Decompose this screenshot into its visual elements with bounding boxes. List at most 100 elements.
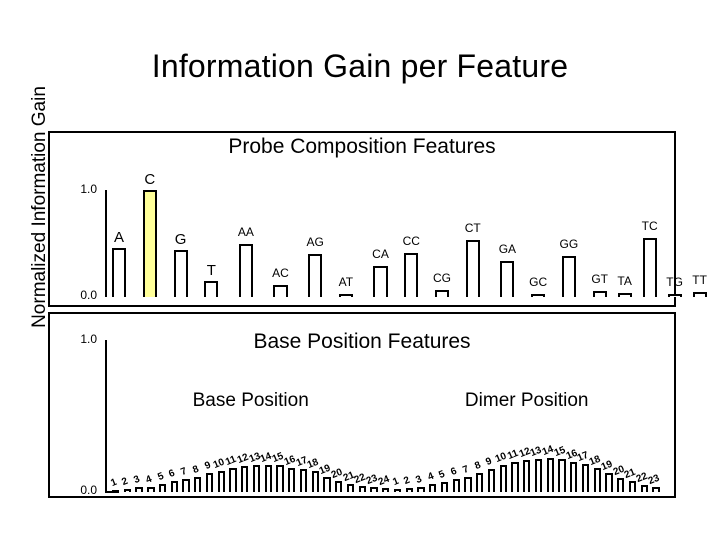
bar-base-position-14 [264,465,272,492]
bar-label-dimer-position-6: 6 [449,465,459,479]
bar-label-base-position-5: 5 [155,471,166,484]
basepos-x-axis [105,491,119,493]
probe-y-tick-top: 1.0 [80,182,97,196]
bar-AG [308,254,323,297]
bar-dimer-position-21 [628,481,637,492]
bar-label-AA: AA [237,224,254,239]
bar-base-position-6 [170,481,178,492]
group-caption-base-position: Base Position [192,390,309,411]
bar-dimer-position-2 [405,488,413,492]
group-caption-dimer-position: Dimer Position [464,390,589,411]
bar-label-dimer-position-9: 9 [484,455,495,469]
bar-base-position-3 [135,487,143,492]
bar-GT [592,290,607,297]
bar-base-position-4 [147,486,155,492]
bar-base-position-10 [217,470,225,492]
bar-label-base-position-4: 4 [144,473,154,486]
bar-label-CG: CG [433,270,451,285]
bar-label-TT: TT [692,272,707,287]
bar-label-base-position-7: 7 [179,465,189,479]
bar-base-position-22 [358,485,366,492]
bar-label-GG: GG [559,237,579,252]
basepos-y-tick-top: 1.0 [80,332,97,346]
bar-dimer-position-1 [393,488,402,492]
bar-label-dimer-position-3: 3 [414,473,424,486]
bar-dimer-position-20 [617,477,625,492]
bar-AT [338,293,353,297]
bar-dimer-position-15 [558,459,566,492]
bar-dimer-position-12 [523,460,531,492]
bar-dimer-position-22 [640,485,648,492]
bar-dimer-position-10 [499,465,507,492]
bar-label-dimer-position-23: 23 [646,472,662,487]
bar-AC [273,285,288,297]
bar-label-AC: AC [272,266,289,281]
bar-TG [667,293,682,297]
bar-label-dimer-position-8: 8 [473,459,483,473]
bar-label-A: A [114,228,125,246]
bar-base-position-21 [346,483,355,492]
bar-label-dimer-position-4: 4 [426,471,436,484]
bar-label-G: G [174,230,187,248]
bar-label-CA: CA [372,246,389,261]
bar-label-GC: GC [529,274,548,289]
bar-CG [434,289,450,297]
bar-base-position-11 [229,468,237,492]
page-title: Information Gain per Feature [151,48,569,84]
bar-base-position-13 [252,465,261,492]
bar-C [142,190,157,297]
bar-TA [617,292,632,297]
bar-label-base-position-24: 24 [376,473,391,489]
bar-base-position-12 [241,466,249,492]
bar-label-base-position-8: 8 [191,463,201,476]
bar-A [112,247,127,297]
bar-dimer-position-18 [593,468,601,492]
bar-base-position-16 [288,467,296,492]
basepos-y-axis [105,340,107,492]
bar-base-position-5 [158,484,167,492]
bar-label-dimer-position-1: 1 [390,475,401,488]
bar-base-position-8 [194,476,202,492]
bar-label-AG: AG [306,235,324,250]
bar-label-base-position-6: 6 [167,468,177,481]
bar-TT [692,291,707,297]
basepos-y-tick-bottom: 0.0 [80,483,97,497]
bar-base-position-17 [299,469,308,492]
bar-base-position-9 [205,473,214,492]
bar-CT [465,240,480,297]
bar-base-position-2 [123,488,132,492]
bar-dimer-position-19 [605,473,613,492]
bar-G [173,249,188,297]
bar-label-GT: GT [591,271,608,286]
bar-label-AT: AT [338,274,354,289]
base-position-panel-title: Base Position Features [253,330,471,353]
bar-GG [561,256,576,297]
bar-base-position-19 [323,476,331,492]
bar-TC [642,238,657,297]
bar-dimer-position-14 [546,457,554,492]
bar-dimer-position-7 [464,476,472,492]
bar-label-dimer-position-19: 19 [599,458,615,474]
bar-label-C: C [144,171,156,188]
bar-label-GA: GA [498,241,517,256]
bar-dimer-position-9 [487,469,496,492]
bar-dimer-position-4 [429,484,437,492]
bar-label-CT: CT [464,221,481,236]
bar-label-base-position-3: 3 [132,474,142,487]
bar-label-dimer-position-7: 7 [461,463,471,476]
probe-y-axis [105,190,107,297]
bar-label-TA: TA [617,273,632,288]
bar-base-position-7 [182,479,190,492]
bar-label-T: T [206,261,216,279]
bar-label-dimer-position-2: 2 [402,474,412,488]
bar-GA [500,260,515,297]
bar-base-position-18 [311,471,319,492]
bar-base-position-20 [335,480,343,492]
bar-CA [373,265,388,297]
bar-dimer-position-17 [581,463,590,492]
bar-label-base-position-2: 2 [120,475,130,488]
